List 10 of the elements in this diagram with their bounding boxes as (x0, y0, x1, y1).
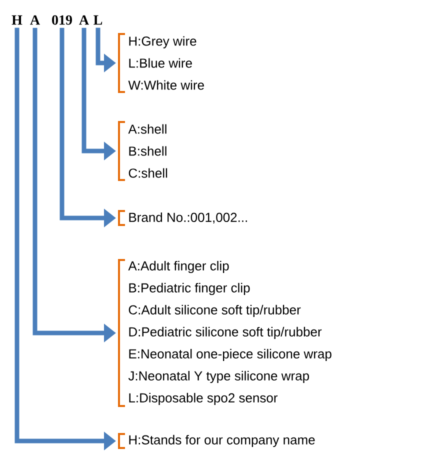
option-list: Brand No.:001,002... (118, 210, 247, 226)
code-letter: L (94, 15, 102, 25)
code-letter: A (79, 15, 89, 25)
code-letter: A (30, 15, 40, 25)
option-list: A:shell B:shell C:shell (118, 121, 168, 181)
option-list: H:Grey wire L:Blue wire W:White wire (118, 33, 204, 93)
code-letter: H (12, 15, 22, 25)
code-letter: 019 (52, 15, 72, 25)
option-list: H:Stands for our company name (118, 433, 315, 449)
option-list: A:Adult finger clip B:Pediatric finger clip C:Adult silicone soft tip/rubber D:Pediatric silicone soft tip/rubber E:Neonatal one-piece silicone wrap J:Neonatal Y type silicone wrap L:Disposable spo2 sensor (118, 259, 332, 407)
